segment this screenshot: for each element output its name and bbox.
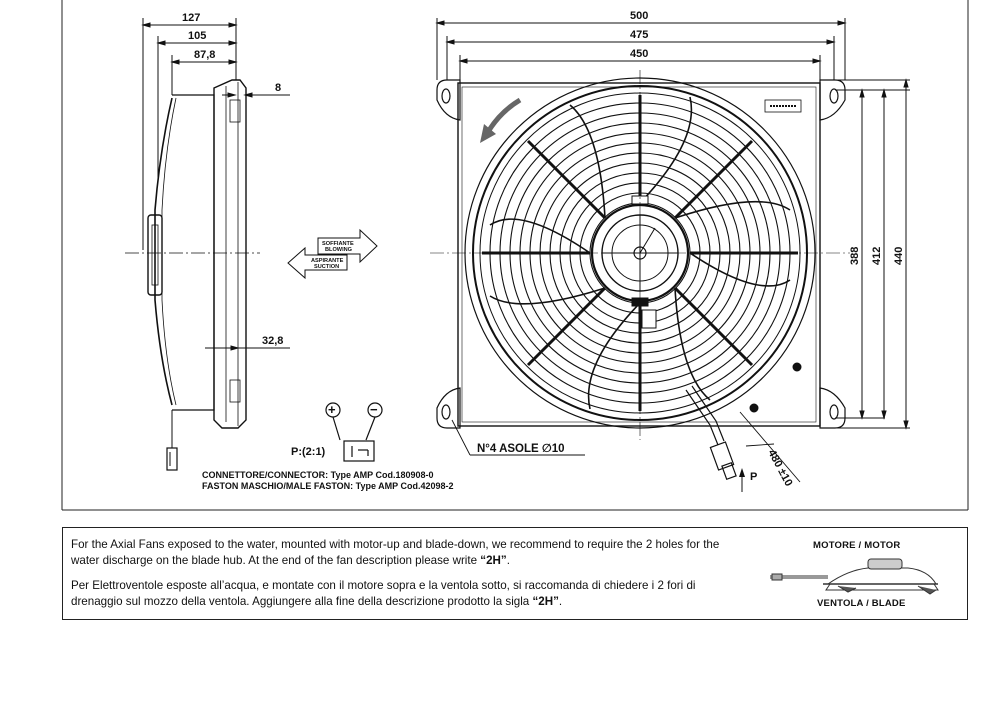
dim-8: 8 [275,82,281,94]
minus-symbol: − [370,402,378,417]
slots-label: N°4 ASOLE ∅10 [477,443,565,455]
dim-87-8: 87,8 [194,49,215,61]
pin-label: P:(2:1) [291,446,326,458]
cable-length-dim: 480 ±10 [765,448,794,489]
dim-475: 475 [630,29,648,41]
blowing-label-it: SOFFIANTE [322,241,354,247]
connector-pin-icon [343,440,375,462]
note-it-code: “2H” [532,595,559,608]
suction-label-it: ASPIRANTE [311,258,344,264]
rotation-arrow-icon [485,97,522,134]
front-view [430,70,850,492]
water-drain-note-box: For the Axial Fans exposed to the water,… [62,527,968,620]
faston-line: FASTON MASCHIO/MALE FASTON: Type AMP Cod… [202,481,454,491]
side-view-dimension-text: 127 105 87,8 8 32,8 [182,12,283,347]
dim-105: 105 [188,30,206,42]
suction-arrow-shape [287,246,348,280]
dim-412: 412 [871,247,883,265]
note-en-end: . [506,554,510,567]
note-it-end: . [558,595,563,608]
slot-icon [441,88,451,104]
blowing-label-en: BLOWING [325,247,352,253]
side-view [125,18,290,471]
dim-127: 127 [182,12,200,24]
drawing-frame [61,0,969,511]
slot-icon [829,88,839,104]
motor-label: MOTORE / MOTOR [813,540,901,551]
fan-cable [685,385,737,481]
slot-icon [441,404,451,420]
note-en-code: “2H” [480,554,507,567]
mounting-ears [436,79,846,429]
plus-symbol: + [328,402,336,417]
note-italian: Per Elettroventole esposte all’acqua, e … [71,578,721,610]
airflow-text: SOFFIANTE BLOWING ASPIRANTE SUCTION [311,241,354,270]
note-en-text: For the Axial Fans exposed to the water,… [71,538,720,567]
blowing-arrow-shape [317,228,378,264]
note-english: For the Axial Fans exposed to the water,… [71,537,721,569]
dim-388: 388 [849,247,861,265]
mini-fan-sketch [770,558,939,595]
front-view-dimensions [435,18,910,430]
p-label: P [750,471,757,483]
polarity-symbols [325,402,383,462]
dim-500: 500 [630,10,648,22]
note-it-text: Per Elettroventole esposte all’acqua, e … [71,579,696,608]
suction-label-en: SUCTION [314,264,339,270]
electrical-text: + − P:(2:1) CONNETTORE/CONNECTOR: Type A… [202,402,454,491]
dim-440: 440 [893,247,905,265]
dim-32-8: 32,8 [262,335,283,347]
blade-label: VENTOLA / BLADE [817,598,906,609]
airflow-arrows [287,228,378,280]
slot-icon [829,404,839,420]
connector-line: CONNETTORE/CONNECTOR: Type AMP Cod.18090… [202,470,434,480]
dim-450: 450 [630,48,648,60]
fan-blades [489,96,791,410]
